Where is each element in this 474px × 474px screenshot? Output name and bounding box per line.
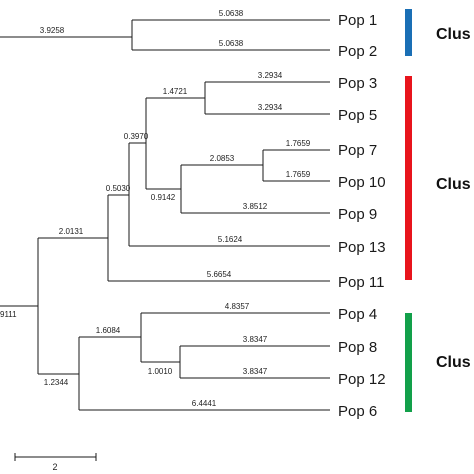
branch-label-pop-7: 1.7659: [286, 139, 311, 148]
cluster-1-label: Clus: [436, 26, 471, 43]
branch-label-pop3-5-stem: 1.4721: [163, 87, 188, 96]
branch-label-cluster-1-stem: 3.9258: [40, 26, 65, 35]
branch-label-pop-6: 6.4441: [192, 399, 217, 408]
leaf-label-pop-13: Pop 13: [338, 239, 386, 256]
branch-label-pop-12: 3.8347: [243, 367, 268, 376]
branch-label-pop-5: 3.2934: [258, 103, 283, 112]
branch-label-cluster-3-stem: 1.2344: [44, 378, 69, 387]
cluster-3-bar: [405, 313, 412, 412]
branch-label-pop-1: 5.0638: [219, 9, 244, 18]
cluster-1-bar: [405, 9, 412, 56]
leaf-label-pop-9: Pop 9: [338, 206, 377, 223]
branch-label-with-pop13-stem: 0.5030: [106, 184, 131, 193]
branch-label-pop-10: 1.7659: [286, 170, 311, 179]
cluster-2-label: Clus: [436, 176, 471, 193]
branch-label-pop-9: 3.8512: [243, 202, 268, 211]
branch-label-pop7-10-9-stem: 0.9142: [151, 193, 176, 202]
leaf-label-pop-5: Pop 5: [338, 107, 377, 124]
branch-label-root-left: 9111: [0, 310, 17, 319]
branch-label-pop-2: 5.0638: [219, 39, 244, 48]
leaf-label-pop-1: Pop 1: [338, 12, 377, 29]
branch-label-pop-11: 5.6654: [207, 270, 232, 279]
branch-label-pop-8: 3.8347: [243, 335, 268, 344]
leaf-label-pop-8: Pop 8: [338, 339, 377, 356]
branch-label-pop-13: 5.1624: [218, 235, 243, 244]
scale-bar-label: 2: [52, 462, 57, 472]
leaf-label-pop-12: Pop 12: [338, 371, 386, 388]
leaf-label-pop-7: Pop 7: [338, 142, 377, 159]
branch-label-pop4-8-12-stem: 1.6084: [96, 326, 121, 335]
cluster-2-bar: [405, 76, 412, 280]
branch-label-pop7-10-stem: 2.0853: [210, 154, 235, 163]
leaf-label-pop-11: Pop 11: [338, 274, 384, 291]
leaf-label-pop-4: Pop 4: [338, 306, 377, 323]
leaf-label-pop-6: Pop 6: [338, 403, 377, 420]
leaf-label-pop-3: Pop 3: [338, 75, 377, 92]
leaf-label-pop-2: Pop 2: [338, 43, 377, 60]
branch-label-cluster-2-stem: 2.0131: [59, 227, 84, 236]
branch-label-pop35-7109-stem: 0.3970: [124, 132, 149, 141]
leaf-label-pop-10: Pop 10: [338, 174, 386, 191]
cluster-3-label: Clus: [436, 354, 471, 371]
branch-label-pop8-12-stem: 1.0010: [148, 367, 173, 376]
branch-label-pop-3: 3.2934: [258, 71, 283, 80]
branch-label-pop-4: 4.8357: [225, 302, 250, 311]
